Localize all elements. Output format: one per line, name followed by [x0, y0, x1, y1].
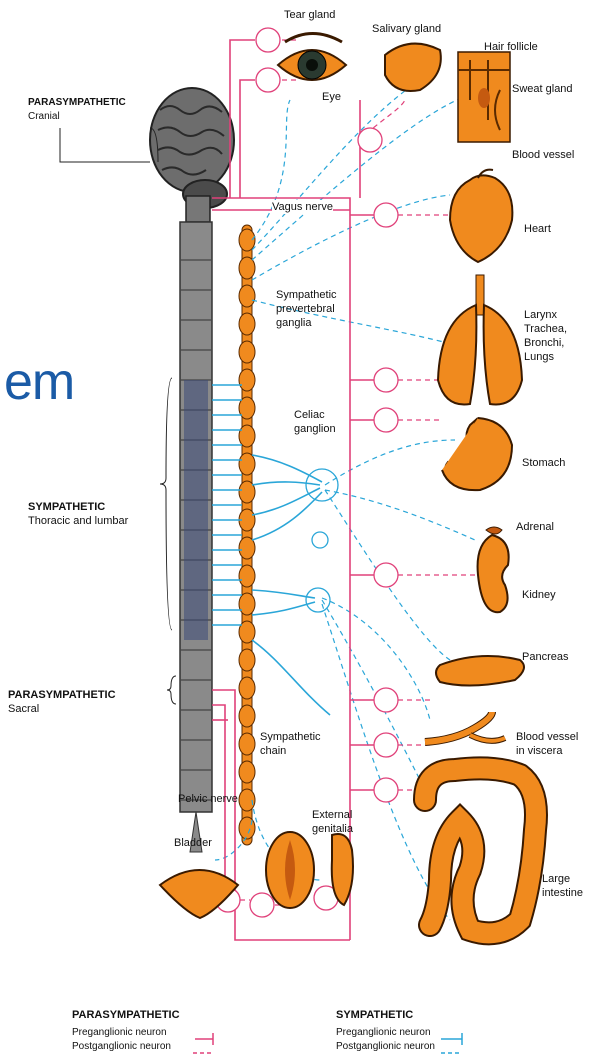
label-blood-vessel: Blood vessel [512, 148, 574, 162]
kidney-illustration [478, 527, 509, 612]
label-tear-gland: Tear gland [284, 8, 335, 22]
label-celiac-ganglion: Celiac ganglion [294, 408, 354, 436]
large-intestine-illustration [425, 768, 536, 933]
label-stomach: Stomach [522, 456, 565, 470]
label-heart: Heart [524, 222, 551, 236]
label-adrenal: Adrenal [516, 520, 554, 534]
legend-sympathetic-pre: Preganglionic neuron [336, 1026, 431, 1040]
label-brackets [60, 128, 176, 704]
label-large-intestine: Large intestine [542, 872, 597, 900]
label-prevertebral-ganglia: Sympathetic prevertebral ganglia [276, 288, 356, 330]
label-parasympathetic-cranial-title: PARASYMPATHETIC [28, 96, 126, 110]
label-external-genitalia: External genitalia [312, 808, 372, 836]
label-hair-follicle: Hair follicle [484, 40, 538, 54]
label-salivary-gland: Salivary gland [372, 22, 441, 36]
pancreas-illustration [436, 656, 524, 686]
label-parasympathetic-sacral-sub: Sacral [8, 702, 39, 716]
legend-parasympathetic-pre: Preganglionic neuron [72, 1026, 167, 1040]
genitalia-female-illustration [266, 832, 314, 908]
skin-illustration [458, 52, 510, 142]
legend-sympathetic-title: SYMPATHETIC [336, 1008, 413, 1022]
lungs-illustration [438, 275, 522, 405]
salivary-gland-illustration [385, 44, 441, 91]
eye-illustration [278, 34, 346, 81]
label-blood-vessel-viscera: Blood vessel in viscera [516, 730, 596, 758]
legend-parasympathetic-title: PARASYMPATHETIC [72, 1008, 180, 1022]
label-sweat-gland: Sweat gland [512, 82, 573, 96]
brain-illustration [150, 88, 234, 222]
label-bladder: Bladder [174, 836, 212, 850]
label-sympathetic-sub: Thoracic and lumbar [28, 514, 128, 528]
label-vagus-nerve: Vagus nerve [272, 200, 333, 214]
label-sympathetic-title: SYMPATHETIC [28, 500, 105, 514]
stomach-illustration [442, 418, 512, 490]
label-sympathetic-chain: Sympathetic chain [260, 730, 330, 758]
heart-illustration [450, 170, 512, 262]
blood-vessel-viscera-illustration [425, 712, 505, 742]
label-lungs: Larynx Trachea, Bronchi, Lungs [524, 308, 594, 364]
label-pancreas: Pancreas [522, 650, 568, 664]
label-parasympathetic-cranial-sub: Cranial [28, 110, 60, 124]
label-kidney: Kidney [522, 588, 556, 602]
spinal-cord [180, 222, 212, 852]
legend-sympathetic-post: Postganglionic neuron [336, 1040, 435, 1054]
label-eye: Eye [322, 90, 341, 104]
label-parasympathetic-sacral-title: PARASYMPATHETIC [8, 688, 116, 702]
label-pelvic-nerve: Pelvic nerve [178, 792, 238, 806]
genitalia-male-illustration [332, 834, 353, 905]
legend-parasympathetic-post: Postganglionic neuron [72, 1040, 171, 1054]
sympathetic-ganglia-circles [306, 469, 338, 612]
